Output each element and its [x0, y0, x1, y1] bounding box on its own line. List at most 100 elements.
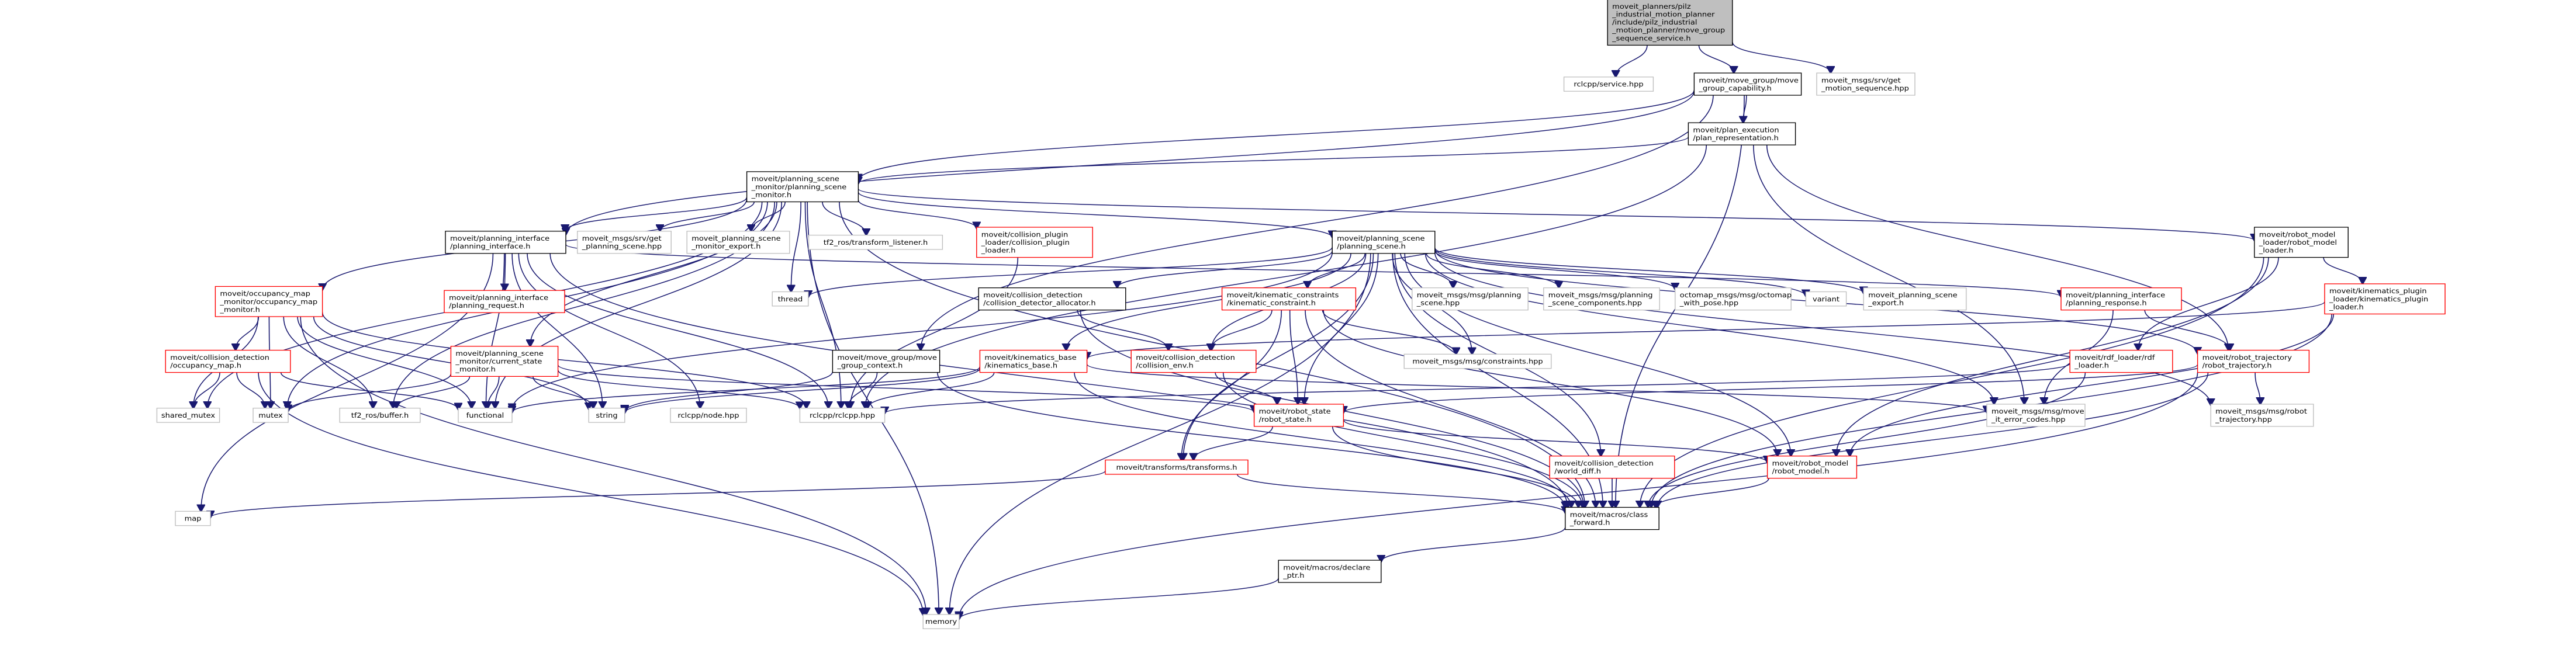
node-box[interactable] [165, 349, 291, 373]
node-box[interactable] [1607, 0, 1733, 46]
node-occ_map_monitor[interactable]: moveit/occupancy_map_monitor/occupancy_m… [215, 286, 323, 317]
node-pi_request[interactable]: moveit/planning_interface/planning_reque… [444, 290, 565, 313]
node-box[interactable] [686, 231, 790, 254]
node-variant[interactable]: variant [1805, 291, 1847, 307]
node-rclcpp_service[interactable]: rclcpp/service.hpp [1563, 77, 1654, 92]
node-box[interactable] [746, 171, 859, 203]
node-box[interactable] [1816, 72, 1915, 96]
node-box[interactable] [1549, 456, 1675, 479]
node-box[interactable] [1805, 291, 1847, 307]
node-psm_export[interactable]: moveit_planning_scene_monitor_export.h [686, 231, 790, 254]
node-rm_loader[interactable]: moveit/robot_model_loader/robot_model_lo… [2254, 227, 2349, 258]
node-robot_state[interactable]: moveit/robot_state/robot_state.h [1253, 404, 1344, 427]
node-box[interactable] [458, 408, 513, 423]
node-class_forward[interactable]: moveit/macros/class_forward.h [1565, 506, 1659, 530]
node-tf2_listener[interactable]: tf2_ros/transform_listener.h [808, 234, 943, 250]
node-rclcpp[interactable]: rclcpp/rclcpp.hpp [799, 408, 886, 423]
node-box[interactable] [2060, 287, 2182, 311]
node-mg_context[interactable]: moveit/move_group/move_group_context.h [832, 349, 941, 373]
node-collision_env[interactable]: moveit/collision_detection/collision_env… [1130, 349, 1257, 373]
node-srv_get_ps[interactable]: moveit_msgs/srv/get_planning_scene.hpp [577, 231, 672, 254]
node-box[interactable] [1986, 404, 2086, 427]
node-box[interactable] [978, 287, 1126, 311]
node-box[interactable] [253, 408, 289, 423]
node-box[interactable] [445, 231, 566, 254]
node-box[interactable] [832, 349, 941, 373]
node-box[interactable] [2197, 349, 2310, 373]
node-box[interactable] [2254, 227, 2349, 258]
node-world_diff[interactable]: moveit/collision_detection/world_diff.h [1549, 456, 1675, 479]
node-box[interactable] [2324, 283, 2446, 315]
node-box[interactable] [1766, 456, 1858, 479]
node-pi_response[interactable]: moveit/planning_interface/planning_respo… [2060, 287, 2182, 311]
node-tf2_buffer[interactable]: tf2_ros/buffer.h [339, 408, 421, 423]
node-box[interactable] [1688, 122, 1796, 145]
node-box[interactable] [156, 408, 220, 423]
node-box[interactable] [799, 408, 886, 423]
node-msg_ps_components[interactable]: moveit_msgs/msg/planning_scene_component… [1543, 287, 1660, 311]
node-cplugin_loader[interactable]: moveit/collision_plugin_loader/collision… [976, 227, 1093, 258]
node-memory[interactable]: memory [922, 614, 960, 629]
node-pi_planning[interactable]: moveit/planning_interface/planning_inter… [445, 231, 566, 254]
node-cd_allocator[interactable]: moveit/collision_detection/collision_det… [978, 287, 1126, 311]
node-box[interactable] [1221, 287, 1357, 311]
node-msg_robot_traj[interactable]: moveit_msgs/msg/robot_trajectory.hpp [2210, 404, 2314, 427]
node-csm[interactable]: moveit/planning_scene_monitor/current_st… [450, 346, 559, 377]
node-box[interactable] [979, 349, 1088, 373]
node-root[interactable]: moveit_planners/pilz_industrial_motion_p… [1607, 0, 1733, 46]
node-mg_capability[interactable]: moveit/move_group/move_group_capability.… [1693, 72, 1802, 96]
node-kp_loader[interactable]: moveit/kinematics_plugin_loader/kinemati… [2324, 283, 2446, 315]
node-box[interactable] [1863, 287, 1967, 311]
node-box[interactable] [1693, 72, 1802, 96]
node-planning_scene[interactable]: moveit/planning_scene/planning_scene.h [1332, 231, 1436, 254]
node-ps_export[interactable]: moveit_planning_scene_export.h [1863, 287, 1967, 311]
node-box[interactable] [808, 234, 943, 250]
node-box[interactable] [215, 286, 323, 317]
node-mutex[interactable]: mutex [253, 408, 289, 423]
node-octomap[interactable]: octomap_msgs/msg/octomap_with_pose.hpp [1675, 287, 1792, 311]
node-box[interactable] [1675, 287, 1792, 311]
node-map[interactable]: map [175, 511, 211, 526]
node-box[interactable] [1563, 77, 1654, 92]
node-robot_model[interactable]: moveit/robot_model/robot_model.h [1766, 456, 1858, 479]
node-psm[interactable]: moveit/planning_scene_monitor/planning_s… [746, 171, 859, 203]
node-kin_base[interactable]: moveit/kinematics_base/kinematics_base.h [979, 349, 1088, 373]
node-rclcpp_node[interactable]: rclcpp/node.hpp [670, 408, 747, 423]
node-urdf_loader[interactable]: moveit/rdf_loader/rdf_loader.h [2069, 349, 2173, 373]
node-box[interactable] [2069, 349, 2173, 373]
node-box[interactable] [1130, 349, 1257, 373]
node-box[interactable] [670, 408, 747, 423]
node-box[interactable] [1278, 560, 1382, 583]
node-box[interactable] [922, 614, 960, 629]
node-box[interactable] [772, 291, 809, 307]
node-msg_planning_scene[interactable]: moveit_msgs/msg/planning_scene.hpp [1412, 287, 1529, 311]
node-kin_constraint[interactable]: moveit/kinematic_constraints/kinematic_c… [1221, 287, 1357, 311]
node-shared_mutex[interactable]: shared_mutex [156, 408, 220, 423]
node-thread[interactable]: thread [772, 291, 809, 307]
node-box[interactable] [1412, 287, 1529, 311]
node-move_it_error[interactable]: moveit_msgs/msg/move_it_error_codes.hpp [1986, 404, 2086, 427]
node-declare_ptr[interactable]: moveit/macros/declare_ptr.h [1278, 560, 1382, 583]
node-box[interactable] [577, 231, 672, 254]
node-robot_traj[interactable]: moveit/robot_trajectory/robot_trajectory… [2197, 349, 2310, 373]
node-plan_exec[interactable]: moveit/plan_execution/plan_representatio… [1688, 122, 1796, 145]
node-box[interactable] [976, 227, 1093, 258]
node-box[interactable] [2210, 404, 2314, 427]
node-box[interactable] [1253, 404, 1344, 427]
node-string[interactable]: string [588, 408, 625, 423]
node-box[interactable] [588, 408, 625, 423]
node-occ_map[interactable]: moveit/collision_detection/occupancy_map… [165, 349, 291, 373]
node-functional[interactable]: functional [458, 408, 513, 423]
node-get_motion_seq[interactable]: moveit_msgs/srv/get_motion_sequence.hpp [1816, 72, 1915, 96]
node-box[interactable] [1403, 353, 1552, 369]
node-box[interactable] [175, 511, 211, 526]
node-msg_constraints[interactable]: moveit_msgs/msg/constraints.hpp [1403, 353, 1552, 369]
node-box[interactable] [444, 290, 565, 313]
node-box[interactable] [450, 346, 559, 377]
node-box[interactable] [1565, 506, 1659, 530]
node-transforms[interactable]: moveit/transforms/transforms.h [1105, 459, 1249, 475]
node-box[interactable] [1543, 287, 1660, 311]
node-box[interactable] [1105, 459, 1249, 475]
node-box[interactable] [1332, 231, 1436, 254]
node-box[interactable] [339, 408, 421, 423]
